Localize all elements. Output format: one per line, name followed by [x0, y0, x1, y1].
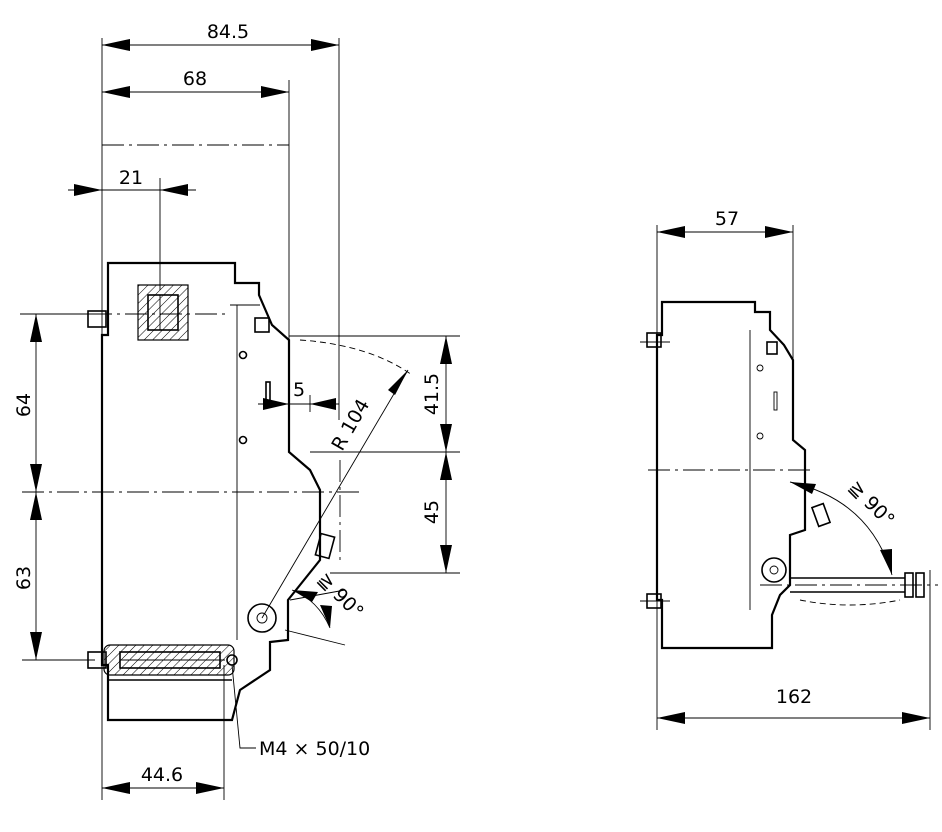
dim-label-5: 5	[293, 379, 305, 401]
right-view: 57 ≧	[640, 208, 938, 730]
dim-label-64: 64	[13, 393, 35, 417]
dimension-68: 68	[102, 68, 289, 98]
dim-label-21: 21	[119, 167, 143, 189]
hole-top	[238, 350, 248, 360]
angle-label-right: ≧ 90°	[844, 476, 899, 531]
top-terminal	[20, 284, 230, 341]
dimension-57: 57	[657, 208, 793, 238]
right-handle	[760, 502, 938, 606]
dimension-21: 21	[68, 167, 196, 196]
right-terminal-top	[646, 332, 662, 348]
dim-label-162: 162	[776, 686, 812, 708]
handle-mechanism	[247, 460, 346, 646]
dimension-5: 5	[258, 379, 339, 412]
right-hole-middle	[756, 432, 764, 440]
angle-label-left: ≧ 90°	[313, 568, 368, 623]
dim-label-63: 63	[13, 566, 35, 590]
dim-label-41-5: 41.5	[421, 373, 443, 415]
slot	[254, 317, 270, 333]
bottom-terminal	[87, 644, 238, 676]
hole-middle	[238, 435, 248, 445]
right-housing-outline	[655, 300, 807, 650]
dimension-45: 45	[421, 452, 452, 573]
angle-90-left: ≧ 90°	[291, 568, 368, 629]
right-slot	[766, 341, 778, 355]
dim-label-44-6: 44.6	[141, 764, 183, 786]
dimension-162: 162	[657, 686, 930, 724]
screw-callout: M4 × 50/10	[231, 664, 370, 760]
angle-90-right: ≧ 90°	[789, 476, 899, 576]
dimension-84-5: 84.5	[102, 21, 339, 51]
right-small-slot	[773, 391, 778, 411]
right-hole-top	[756, 364, 764, 372]
screw-label: M4 × 50/10	[259, 738, 370, 760]
dim-label-45: 45	[421, 500, 443, 524]
dimension-64: 64	[13, 313, 95, 492]
left-view: 84.5 68 21	[13, 21, 460, 800]
dimension-44-6: 44.6	[102, 764, 224, 794]
handle-swing-arc	[299, 339, 413, 376]
dim-label-57: 57	[715, 208, 739, 230]
dimension-63: 63	[13, 492, 95, 661]
dim-label-68: 68	[183, 68, 207, 90]
dim-label-84-5: 84.5	[207, 21, 249, 43]
dimension-41-5: 41.5	[421, 336, 452, 452]
